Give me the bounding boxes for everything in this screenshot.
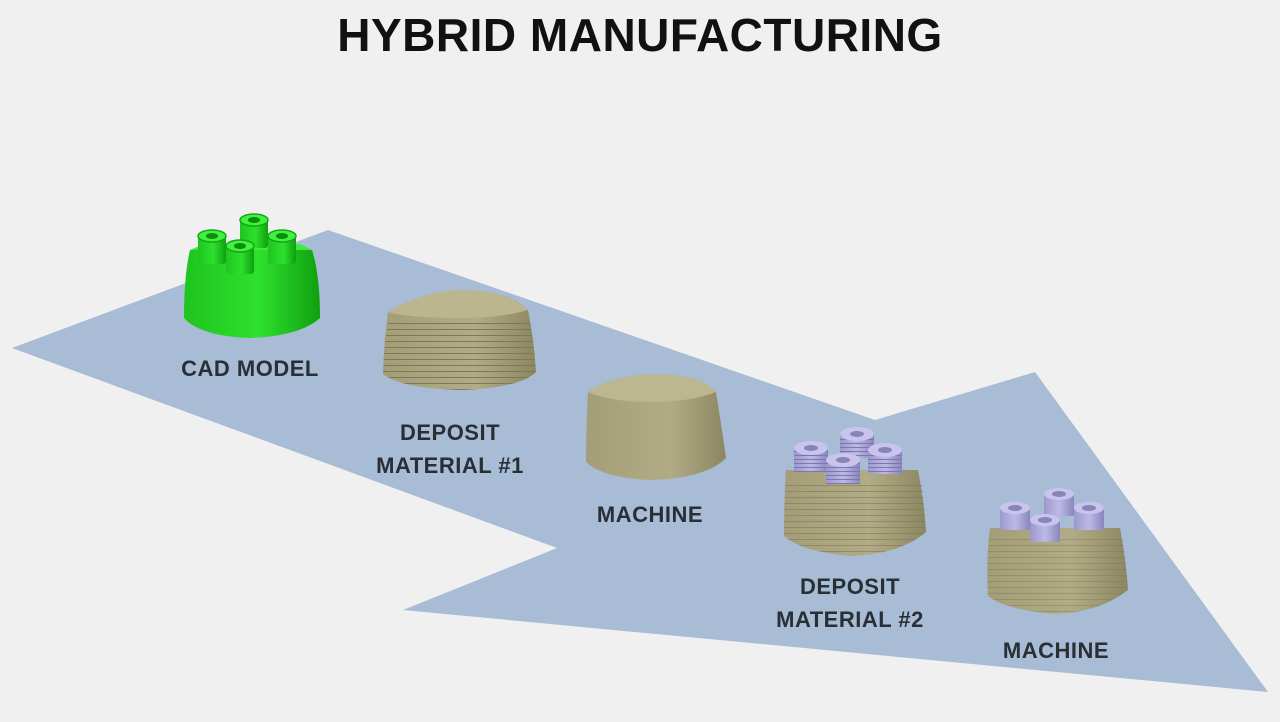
step-label-line: DEPOSIT	[799, 574, 901, 599]
page-title: HYBRID MANUFACTURING	[337, 9, 943, 61]
step-label-line: MATERIAL #1	[376, 453, 524, 478]
deposit-2-part	[784, 427, 926, 556]
machine-2-part	[987, 488, 1128, 614]
step-label-line: MACHINE	[1002, 638, 1110, 663]
step-label-machine-1: MACHINE	[550, 498, 750, 531]
step-label-cad-model: CAD MODEL	[140, 352, 360, 385]
step-label-line: MATERIAL #2	[776, 607, 924, 632]
step-label-line: MACHINE	[596, 502, 704, 527]
step-label-deposit-1: DEPOSIT MATERIAL #1	[350, 416, 550, 482]
step-label-line: CAD MODEL	[181, 356, 319, 381]
step-label-machine-2: MACHINE	[956, 634, 1156, 667]
step-label-deposit-2: DEPOSIT MATERIAL #2	[750, 570, 950, 636]
deposit-1-part	[383, 290, 536, 390]
machine-1-part	[586, 374, 726, 480]
step-label-line: DEPOSIT	[399, 420, 501, 445]
cad-model-part	[184, 213, 320, 338]
